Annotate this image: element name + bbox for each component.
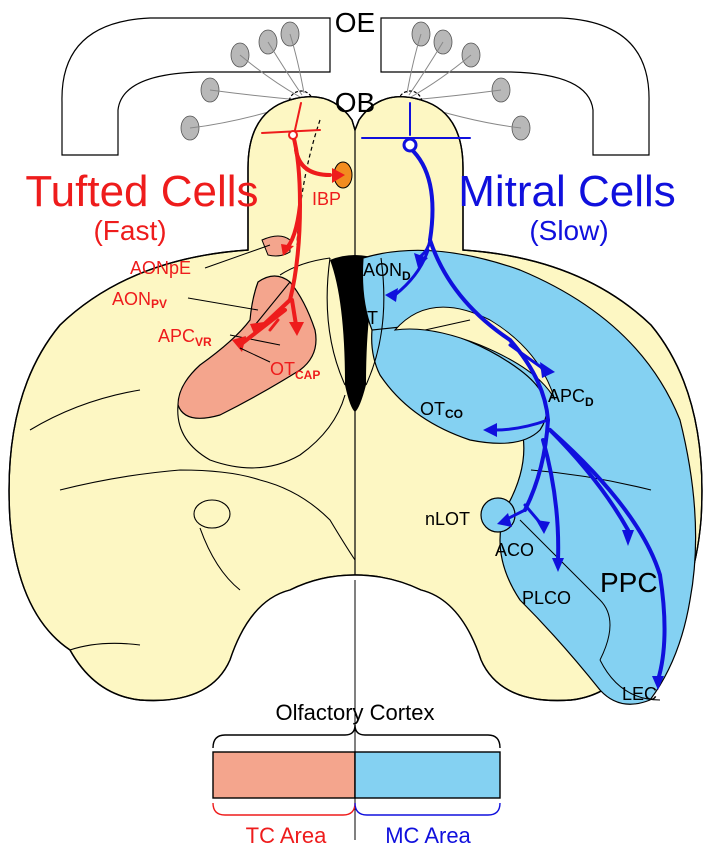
aond-label: AOND: [363, 260, 411, 283]
aonpe-pointer: [204, 244, 271, 269]
tufted-cell-body: [288, 130, 298, 140]
aonpe-label: AONpE: [130, 258, 191, 278]
mitral-cells-subtitle: (Slow): [529, 215, 608, 246]
legend-tc-label: TC Area: [246, 823, 327, 848]
apcd-label: APCD: [548, 386, 594, 409]
olfactory-cortex-legend: Olfactory Cortex TC Area MC Area: [212, 700, 501, 848]
otcap-label: OTCAP: [270, 359, 320, 382]
ob-label: OB: [335, 87, 375, 118]
legend-bracket-mc: [354, 802, 501, 816]
otcap-pointer: [239, 347, 271, 363]
nlot-label: nLOT: [425, 509, 470, 529]
mitral-projections: [361, 102, 667, 682]
mitral-cells-title: Mitral Cells: [458, 167, 676, 216]
legend-title: Olfactory Cortex: [276, 700, 435, 725]
legend-mc-swatch: [354, 751, 501, 799]
olfactory-epithelium: [61, 17, 650, 156]
legend-bracket-top: [212, 724, 501, 749]
ibp-label: IBP: [312, 189, 341, 209]
tufted-arrowheads: [232, 168, 345, 352]
legend-tc-swatch: [212, 751, 356, 799]
tt-label: TT: [356, 308, 378, 328]
aonpv-label: AONPV: [112, 289, 167, 311]
apcvr-label: APCVR: [158, 326, 212, 349]
ppc-label: PPC: [600, 567, 658, 598]
oe-label: OE: [335, 7, 375, 38]
legend-mc-label: MC Area: [385, 823, 471, 848]
plco-label: PLCO: [522, 588, 571, 608]
lec-label: LEC: [622, 684, 657, 704]
legend-bracket-tc: [212, 802, 356, 816]
mitral-cell-body: [402, 137, 418, 153]
mitral-arrowheads: [385, 253, 664, 690]
aonpv-pointer: [187, 297, 259, 311]
tufted-projections: [238, 102, 332, 347]
otco-label: OTCO: [420, 399, 463, 421]
tufted-cells-title: Tufted Cells: [25, 167, 258, 216]
tufted-cells-subtitle: (Fast): [93, 215, 166, 246]
aco-label: ACO: [495, 540, 534, 560]
cortical-contours: [29, 257, 652, 651]
